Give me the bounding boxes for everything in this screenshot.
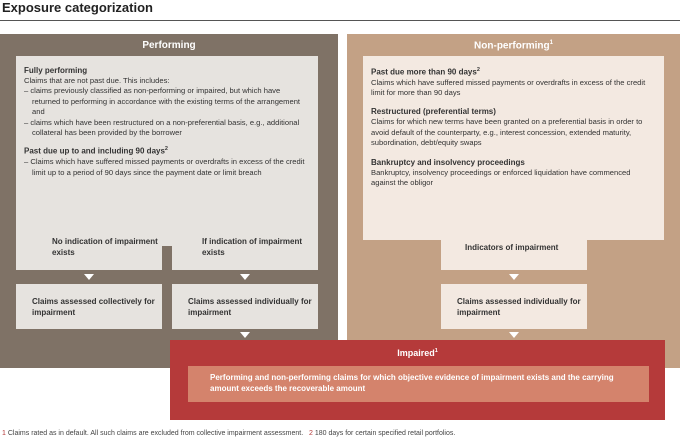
footnote-1: Claims rated as in default. All such cla… <box>7 430 304 437</box>
past-due-more-90-text: Claims which have suffered missed paymen… <box>371 77 646 98</box>
impaired-definition: Performing and non-performing claims for… <box>188 366 649 402</box>
impaired-header: Impaired1 <box>397 348 438 358</box>
performing-criteria-box: Fully performing Claims that are not pas… <box>16 56 318 246</box>
indicators-box: Indicators of impairment <box>441 224 587 270</box>
fully-performing-bullet-1: – claims previously classified as non-pe… <box>24 86 301 117</box>
bankruptcy-heading: Bankruptcy and insolvency proceedings <box>371 157 525 167</box>
if-indication-label: If indication of impairment exists <box>202 237 303 257</box>
page-title: Exposure categorization <box>2 0 153 15</box>
footnote-ref: 1 <box>434 348 438 354</box>
np-individual-assessment-label: Claims assessed individually for impairm… <box>457 296 581 317</box>
bankruptcy-text: Bankruptcy, insolvency proceedings or en… <box>371 167 631 188</box>
footnote-ref: 2 <box>476 67 480 73</box>
title-divider <box>0 20 680 21</box>
np-individual-assessment-box: Claims assessed individually for impairm… <box>441 284 587 329</box>
indicators-label: Indicators of impairment <box>465 242 559 252</box>
nonperforming-header: Non-performing1 <box>474 40 553 52</box>
footnotes: 1 Claims rated as in default. All such c… <box>2 430 455 437</box>
footnote-ref: 2 <box>164 146 168 153</box>
collective-assessment-box: Claims assessed collectively for impairm… <box>16 284 162 329</box>
nonperforming-criteria-box: Past due more than 90 days2 Claims which… <box>363 56 664 240</box>
fully-performing-heading: Fully performing <box>24 66 88 75</box>
footnote-number: 1 <box>2 430 6 437</box>
if-indication-box: If indication of impairment exists <box>172 224 318 270</box>
impaired-panel: Impaired1 Performing and non-performing … <box>170 340 665 420</box>
individual-assessment-box: Claims assessed individually for impairm… <box>172 284 318 329</box>
arrow-down-icon <box>509 274 519 280</box>
footnote-2: 180 days for certain specified retail po… <box>314 430 456 437</box>
no-indication-box: No indication of impairment exists <box>16 224 162 270</box>
arrow-down-icon <box>240 274 250 280</box>
footnote-ref: 1 <box>549 40 553 46</box>
nonperforming-panel: Non-performing1 Past due more than 90 da… <box>347 34 680 368</box>
past-due-90-bullet: – Claims which have suffered missed paym… <box>24 157 305 177</box>
performing-panel: Performing Fully performing Claims that … <box>0 34 338 368</box>
footnote-number: 2 <box>309 430 313 437</box>
performing-header: Performing <box>142 40 196 51</box>
restructured-heading: Restructured (preferential terms) <box>371 107 496 117</box>
past-due-90-heading: Past due up to and including 90 days2 <box>24 146 168 157</box>
past-due-more-90-heading: Past due more than 90 days2 <box>371 67 480 77</box>
fully-performing-bullet-2: – claims which have been restructured on… <box>24 117 300 138</box>
arrow-down-icon <box>509 332 519 338</box>
individual-assessment-label: Claims assessed individually for impairm… <box>188 296 312 317</box>
arrow-down-icon <box>240 332 250 338</box>
fully-performing-intro: Claims that are not past due. This inclu… <box>24 76 170 85</box>
no-indication-label: No indication of impairment exists <box>52 237 158 257</box>
collective-assessment-label: Claims assessed collectively for impairm… <box>32 296 155 317</box>
restructured-text: Claims for which new terms have been gra… <box>371 117 643 148</box>
arrow-down-icon <box>84 274 94 280</box>
